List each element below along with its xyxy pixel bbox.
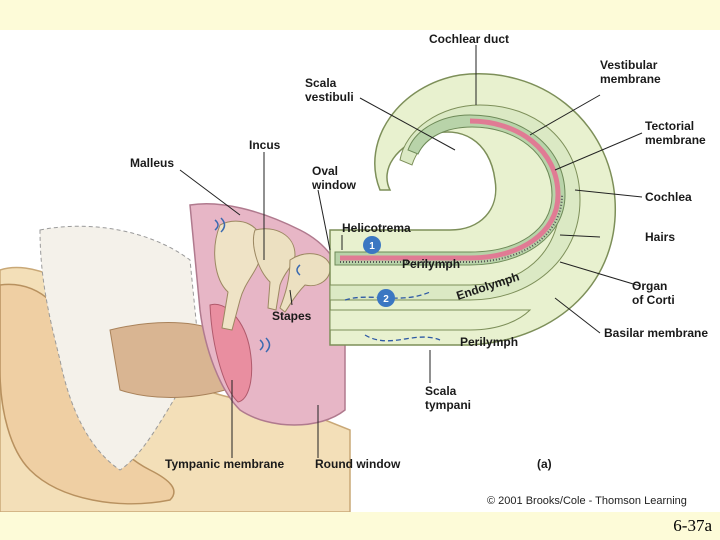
leader-lines: [179, 45, 643, 458]
label-perilymph-upper: Perilymph: [402, 257, 460, 271]
marker-1-circle: [363, 236, 381, 254]
marker-2-circle: [377, 289, 395, 307]
label-scala-tympani-line1: Scala: [425, 384, 457, 398]
label-helicotrema: Helicotrema: [342, 221, 411, 235]
label-oval-window-line1: Oval: [312, 164, 338, 178]
label-incus: Incus: [249, 138, 281, 152]
cochlea-diagram: 1 2 Coc: [0, 32, 708, 512]
stapes-bone: [279, 253, 331, 313]
cochlear-duct-shape: [334, 114, 566, 266]
malleus-bone: [214, 220, 263, 331]
ear-anatomy-figure: 1 2 Coc: [0, 30, 720, 512]
copyright-text: © 2001 Brooks/Cole - Thomson Learning: [487, 495, 687, 507]
slide-number: 6-37a: [673, 516, 712, 535]
label-tympanic-membrane: Tympanic membrane: [165, 457, 284, 471]
label-tectorial-membrane-line2: membrane: [645, 133, 706, 147]
label-vestibular-membrane-line1: Vestibular: [600, 58, 658, 72]
basilar-membrane-strip: [340, 118, 561, 261]
label-stapes: Stapes: [272, 309, 312, 323]
label-organ-of-corti-line2: of Corti: [632, 293, 675, 307]
label-vestibular-membrane-line2: membrane: [600, 72, 661, 86]
label-hairs: Hairs: [645, 230, 675, 244]
label-organ-of-corti-line1: Organ: [632, 279, 667, 293]
label-basilar-membrane: Basilar membrane: [604, 326, 708, 340]
label-tectorial-membrane-line1: Tectorial: [645, 119, 694, 133]
label-scala-vestibuli-line1: Scala: [305, 76, 337, 90]
label-oval-window-line2: window: [311, 178, 357, 192]
scala-tympani-lower: [329, 309, 532, 331]
label-panel-a: (a): [537, 457, 552, 471]
label-perilymph-lower: Perilymph: [460, 335, 518, 349]
label-malleus: Malleus: [130, 156, 174, 170]
label-cochlea: Cochlea: [645, 190, 692, 204]
label-round-window: Round window: [315, 457, 401, 471]
marker-1-label: 1: [369, 241, 375, 252]
marker-2-label: 2: [383, 294, 389, 305]
label-scala-vestibuli-line2: vestibuli: [305, 90, 354, 104]
label-cochlear-duct: Cochlear duct: [429, 32, 509, 46]
label-scala-tympani-line2: tympani: [425, 398, 471, 412]
